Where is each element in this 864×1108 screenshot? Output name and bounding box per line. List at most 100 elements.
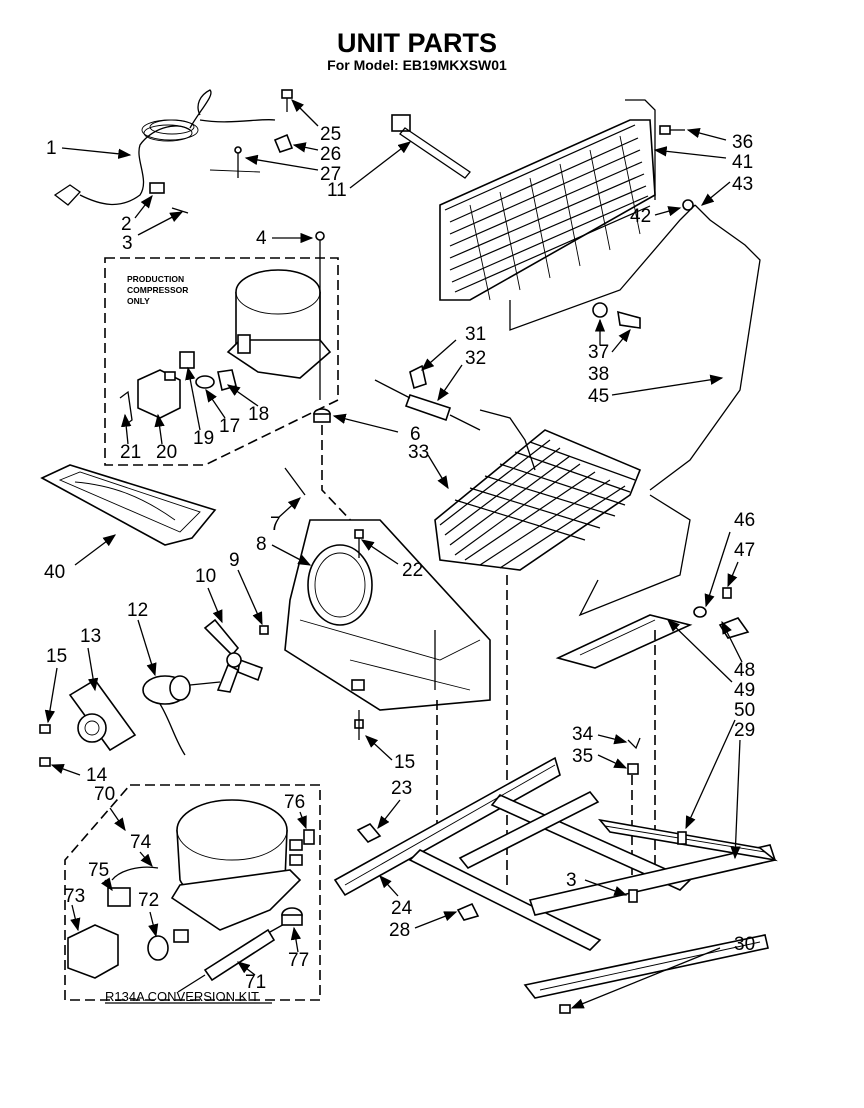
callout-33: 33 [408, 442, 429, 463]
screw-15-left [39, 724, 51, 734]
leader-32 [437, 364, 463, 402]
callout-73: 73 [64, 886, 85, 907]
leader-24 [379, 875, 399, 897]
leader-45 [611, 374, 724, 396]
callout-23: 23 [391, 778, 412, 799]
screw-47 [722, 587, 732, 599]
fan-bracket-8 [284, 519, 491, 711]
callout-15-lower: 15 [394, 752, 415, 773]
leader-36 [686, 127, 727, 141]
screw-30 [559, 1004, 571, 1014]
callout-38: 38 [588, 364, 609, 385]
leader-42 [654, 206, 682, 217]
callout-7: 7 [270, 514, 281, 535]
kit-drier-71 [177, 917, 296, 993]
grommet-17 [195, 375, 215, 389]
leader-13 [87, 647, 99, 692]
callout-22: 22 [402, 560, 423, 581]
screw-3-base [628, 889, 638, 903]
leader-20 [154, 413, 165, 445]
leader-77 [290, 926, 302, 953]
production-note-line1: PRODUCTION [127, 274, 184, 284]
callout-10: 10 [195, 566, 216, 587]
leader-3b [584, 879, 628, 896]
power-cord [53, 89, 276, 214]
condenser-coil [439, 99, 761, 491]
callout-76: 76 [284, 792, 305, 813]
leader-72 [148, 911, 159, 938]
leader-41 [653, 146, 727, 159]
conversion-kit-box [64, 784, 321, 1001]
production-note-line2: COMPRESSOR [127, 285, 188, 295]
callout-43: 43 [732, 174, 753, 195]
callout-28: 28 [389, 920, 410, 941]
leader-38 [611, 328, 631, 353]
leader-29 [730, 739, 741, 860]
leader-14 [50, 764, 81, 776]
clip-48 [718, 617, 750, 639]
alignment-line-a [321, 425, 441, 616]
callout-21: 21 [120, 442, 141, 463]
leader-35 [597, 754, 628, 769]
leader-46 [704, 531, 731, 608]
base-frame-24 [333, 756, 777, 951]
leader-11 [349, 141, 412, 189]
callout-42: 42 [630, 206, 651, 227]
kit-grommet-77 [281, 907, 303, 926]
leader-6 [332, 413, 399, 433]
clip-31 [409, 364, 427, 390]
callout-3-base: 3 [566, 870, 577, 891]
evaporator-coil [434, 409, 642, 571]
leader-70 [109, 807, 126, 832]
callout-46: 46 [734, 510, 755, 531]
callout-35: 35 [572, 746, 593, 767]
page-title: UNIT PARTS [337, 28, 497, 58]
callout-2: 2 [121, 214, 132, 235]
callout-45: 45 [588, 386, 609, 407]
callout-25: 25 [320, 124, 341, 145]
screw-4 [315, 231, 325, 400]
leader-26 [292, 142, 319, 153]
screw-50 [677, 831, 687, 845]
callout-71: 71 [245, 972, 266, 993]
leader-33 [427, 454, 449, 490]
leader-71 [236, 961, 256, 976]
kit-overload-72 [147, 929, 189, 961]
drier-32 [374, 379, 481, 431]
fan-motor-12 [142, 675, 221, 756]
callout-75: 75 [88, 860, 109, 881]
leader-43 [700, 181, 731, 206]
callout-11: 11 [327, 180, 347, 201]
callout-36: 36 [732, 132, 753, 153]
callout-32: 32 [465, 348, 486, 369]
bracket-49 [555, 614, 693, 669]
leader-49 [667, 619, 733, 683]
callout-13: 13 [80, 626, 101, 647]
callout-37: 37 [588, 342, 609, 363]
leader-21 [121, 413, 132, 445]
cap-46 [693, 606, 707, 618]
callout-48: 48 [734, 660, 755, 681]
evaporator-tube [578, 494, 691, 617]
callout-30: 30 [734, 934, 755, 955]
kit-wire-74 [111, 866, 159, 881]
clip-18 [217, 369, 237, 392]
plug-26 [273, 133, 294, 153]
callout-17: 17 [219, 416, 240, 437]
callout-8: 8 [256, 534, 267, 555]
kit-cap-76 [303, 829, 315, 845]
leader-15a [44, 667, 58, 724]
leader-74 [139, 851, 153, 867]
leader-8 [271, 544, 312, 566]
callout-3: 3 [122, 233, 133, 254]
grommet-23 [356, 823, 382, 843]
model-subtitle: For Model: EB19MKXSW01 [327, 57, 507, 73]
callout-31: 31 [465, 324, 486, 345]
callout-19: 19 [193, 428, 214, 449]
callout-34: 34 [572, 724, 594, 745]
motor-bracket-13 [68, 678, 137, 752]
leader-12 [137, 619, 157, 677]
screw-22 [354, 529, 364, 558]
kit-relay-73 [67, 924, 119, 979]
callout-9: 9 [229, 550, 240, 571]
